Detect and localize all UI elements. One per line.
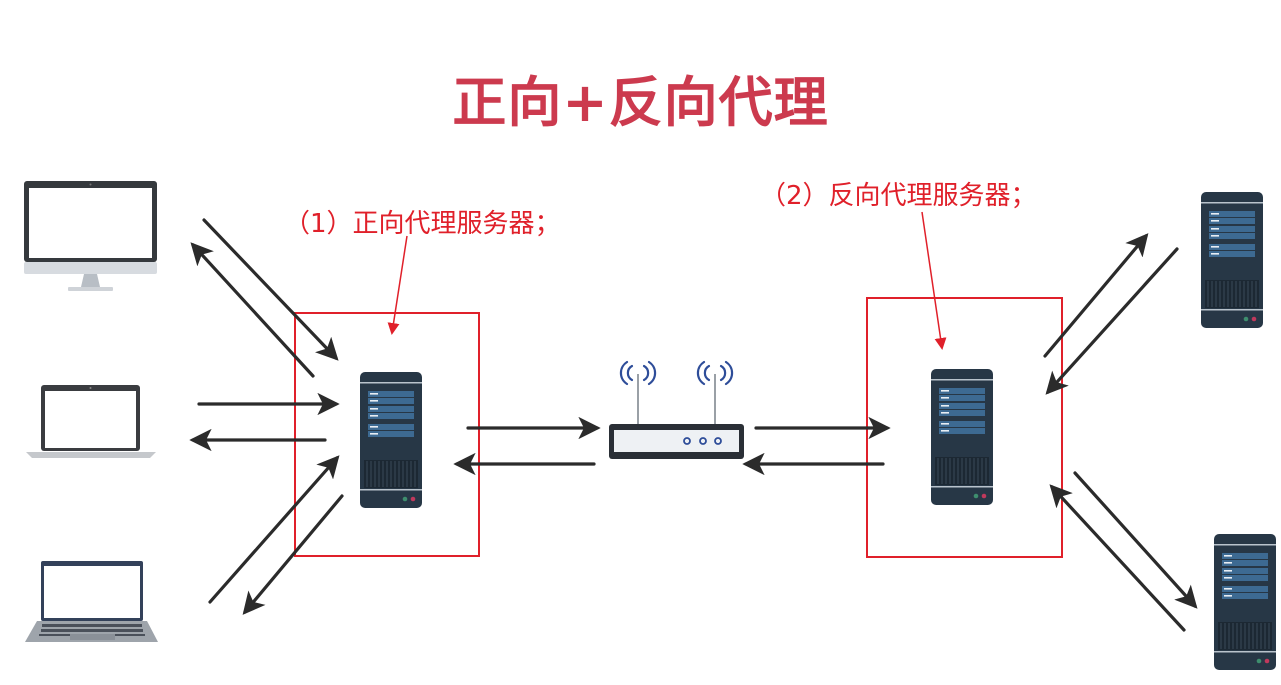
arrow-reverse-proxy-to-backend2 xyxy=(1073,471,1198,609)
laptop-icon xyxy=(26,385,156,458)
arrow-desktop-to-proxy xyxy=(202,218,339,361)
forward-proxy-label: （1）正向代理服务器； xyxy=(284,209,561,239)
reverse-proxy-label: （2）反向代理服务器； xyxy=(760,181,1037,211)
forward-proxy-server-icon xyxy=(359,371,423,509)
backend-server-2-icon xyxy=(1213,533,1277,671)
arrow-backend1-to-reverse-proxy xyxy=(1045,247,1179,395)
arrow-backend2-to-reverse-proxy xyxy=(1049,484,1186,632)
forward-label-pointer xyxy=(387,235,408,335)
reverse-label-pointer xyxy=(921,211,947,350)
arrow-proxy-to-laptop2 xyxy=(242,494,344,615)
desktop-monitor-icon xyxy=(24,181,157,291)
router-icon xyxy=(609,360,744,459)
diagram-title: 正向+反向代理 xyxy=(452,71,829,134)
reverse-proxy-server-icon xyxy=(930,368,994,506)
backend-server-1-icon xyxy=(1200,191,1264,329)
laptop-keyboard-icon xyxy=(25,561,158,642)
forward-proxy-box xyxy=(294,312,480,557)
arrow-proxy-to-desktop xyxy=(190,242,315,378)
arrow-reverse-proxy-to-backend1 xyxy=(1043,233,1149,358)
arrow-laptop2-to-proxy xyxy=(208,455,340,604)
